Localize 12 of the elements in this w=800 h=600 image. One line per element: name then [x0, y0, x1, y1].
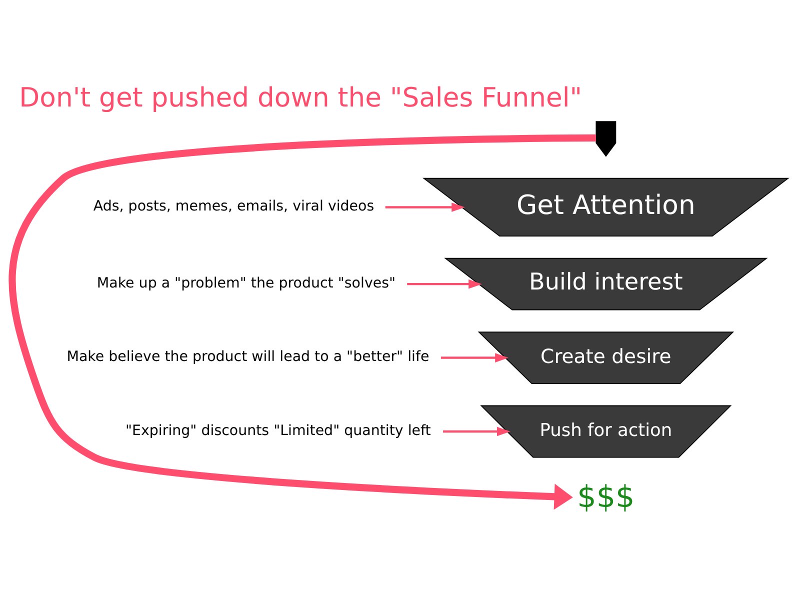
arrow: [440, 352, 508, 362]
node-person: [596, 120, 616, 156]
node-text: $$$: [577, 480, 635, 515]
arrow: [443, 426, 510, 436]
diagram-title: Don't get pushed down the "Sales Funnel": [19, 82, 582, 113]
node-text: Ads, posts, memes, emails, viral videos: [93, 198, 374, 214]
node-text: "Expiring" discounts "Limited" quantity left: [126, 422, 431, 438]
arrow: [385, 202, 465, 212]
arrow: [8, 134, 596, 510]
node-text: Make up a "problem" the product "solves": [96, 274, 396, 291]
arrow: [407, 278, 482, 288]
node-text: Make believe the product will lead to a "better" life: [66, 348, 430, 365]
